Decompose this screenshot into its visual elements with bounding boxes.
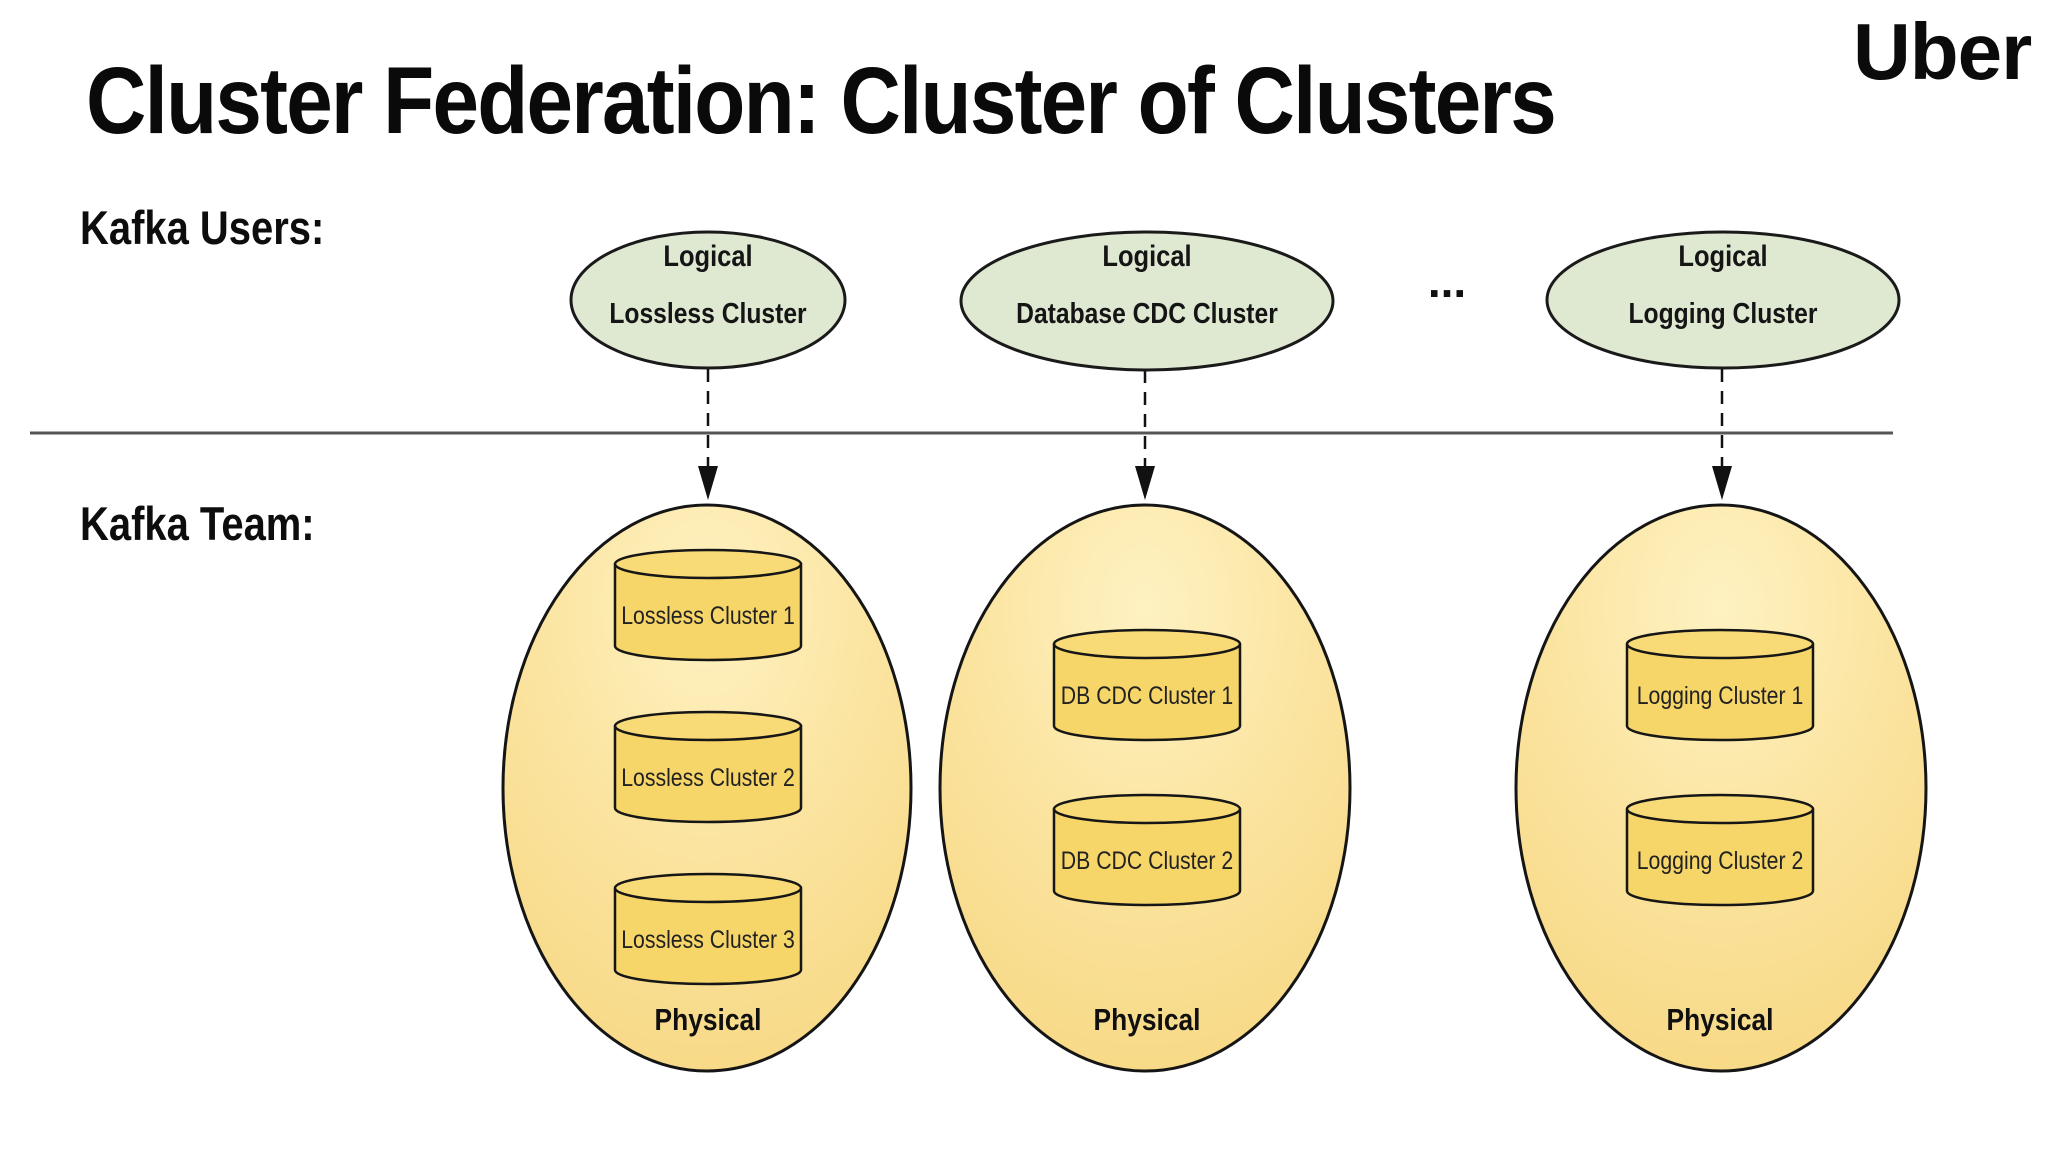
logical-ellipse-dbcdc	[959, 230, 1335, 372]
arrowhead-lossless	[698, 466, 718, 500]
logical-name-dbcdc: Database CDC Cluster	[1016, 298, 1278, 330]
physical-label-lossless: Physical	[654, 1002, 762, 1037]
cylinder-label-dbcdc-1: DB CDC Cluster 1	[1060, 682, 1234, 710]
database-cylinder-lossless-1	[613, 548, 803, 662]
more-clusters-ellipsis: ...	[1427, 255, 1467, 307]
cylinder-label-logging-2: Logging Cluster 2	[1636, 847, 1804, 875]
logical-name-lossless: Lossless Cluster	[609, 298, 807, 330]
cylinder-label-dbcdc-2: DB CDC Cluster 2	[1060, 847, 1234, 875]
cylinder-label-logging-1: Logging Cluster 1	[1636, 682, 1804, 710]
arrowhead-logging	[1712, 466, 1732, 500]
database-cylinder-dbcdc-2	[1052, 793, 1242, 907]
cylinder-label-lossless-3: Lossless Cluster 3	[621, 926, 795, 954]
uber-logo: Uber	[1853, 7, 2032, 96]
arrowhead-dbcdc	[1135, 466, 1155, 500]
physical-ellipse-dbcdc	[938, 503, 1352, 1073]
cylinder-label-lossless-1: Lossless Cluster 1	[621, 602, 795, 630]
database-cylinder-dbcdc-1	[1052, 628, 1242, 742]
logical-ellipse-logging	[1545, 230, 1901, 370]
database-cylinder-lossless-2	[613, 710, 803, 824]
cylinder-label-lossless-2: Lossless Cluster 2	[621, 764, 795, 792]
database-cylinder-logging-1	[1625, 628, 1815, 742]
logical-type-dbcdc: Logical	[1102, 240, 1192, 273]
database-cylinder-logging-2	[1625, 793, 1815, 907]
database-cylinder-lossless-3	[613, 872, 803, 986]
logical-type-lossless: Logical	[663, 240, 753, 273]
logical-name-logging: Logging Cluster	[1628, 298, 1818, 330]
physical-ellipse-logging	[1514, 503, 1928, 1073]
kafka-users-label: Kafka Users:	[80, 201, 325, 254]
physical-label-logging: Physical	[1666, 1002, 1774, 1037]
logical-ellipse-lossless	[569, 230, 847, 370]
kafka-team-label: Kafka Team:	[80, 497, 315, 550]
physical-label-dbcdc: Physical	[1093, 1002, 1201, 1037]
logical-type-logging: Logical	[1678, 240, 1768, 273]
page-title: Cluster Federation: Cluster of Clusters	[86, 48, 1557, 154]
